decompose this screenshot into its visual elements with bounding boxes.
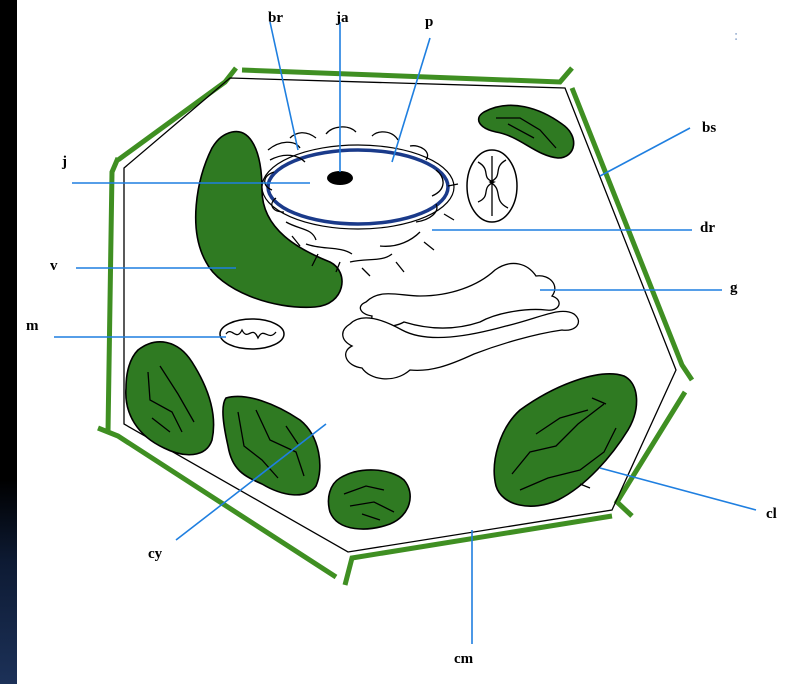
label-j: j — [61, 154, 67, 170]
nucleus — [262, 145, 454, 229]
chloroplast-left — [126, 342, 214, 455]
chloroplast-right — [494, 374, 636, 506]
leader-p — [392, 38, 430, 162]
label-m: m — [26, 318, 39, 334]
leader-br — [270, 22, 298, 150]
label-g: g — [730, 280, 738, 296]
label-bs: bs — [702, 120, 716, 136]
chloroplast-center-left — [223, 396, 320, 494]
label-v: v — [50, 258, 58, 274]
label-cm: cm — [454, 651, 474, 667]
label-corner-mark: : — [734, 28, 738, 44]
label-cy: cy — [148, 546, 163, 562]
mitochondrion-small — [220, 319, 284, 349]
label-dr: dr — [700, 220, 715, 236]
label-cl: cl — [766, 506, 777, 522]
golgi-body — [360, 263, 559, 328]
label-p: p — [425, 14, 433, 30]
nucleolus — [327, 171, 353, 185]
leader-bs — [600, 128, 690, 176]
label-ja: ja — [335, 10, 349, 26]
chloroplast-bottom — [328, 470, 410, 529]
label-br: br — [268, 10, 283, 26]
mitochondrion-large — [467, 150, 517, 222]
